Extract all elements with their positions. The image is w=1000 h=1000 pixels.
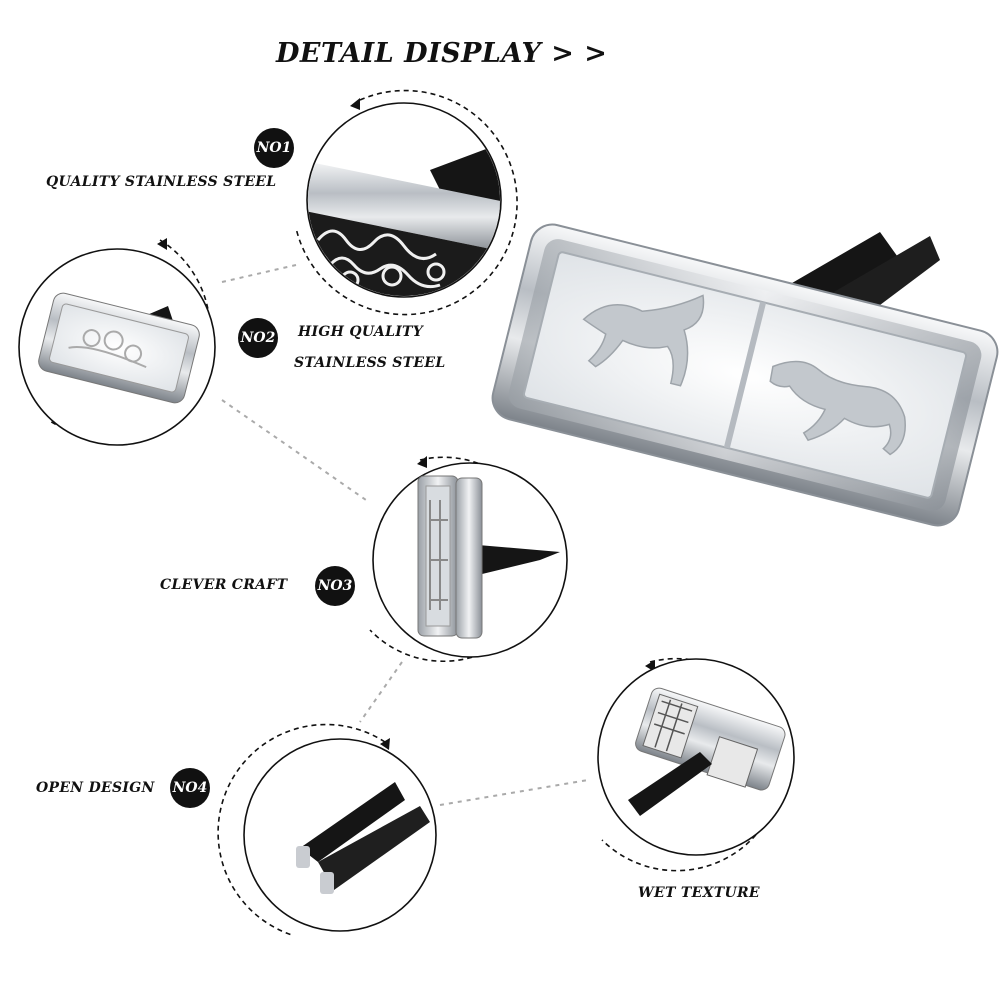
connector-lines [221,264,589,806]
label-stainless-steel: STAINLESS STEEL [294,355,446,371]
badge-no4: NO4 [170,768,210,808]
detail-circle-3 [372,462,568,658]
detail-circle-5 [597,658,795,856]
badge-no1: NO1 [254,128,294,168]
label-high-quality: HIGH QUALITY [298,324,424,340]
page-title: DETAIL DISPLAY > > [276,38,608,69]
label-wet-texture: WET TEXTURE [638,885,760,901]
main-locket-image [491,223,999,527]
detail-circle-4 [243,738,437,932]
arc-1 [295,89,518,316]
double-chevron-icon: > > [551,38,608,69]
label-open-design: OPEN DESIGN [36,780,155,796]
label-clever-craft: CLEVER CRAFT [160,577,288,593]
detail-circle-2 [18,248,216,446]
arc-4 [217,723,386,936]
detail-circle-1 [306,102,502,298]
badge-no3: NO3 [315,566,355,606]
badge-no2: NO2 [238,318,278,358]
label-quality-stainless-steel: QUALITY STAINLESS STEEL [46,174,277,190]
